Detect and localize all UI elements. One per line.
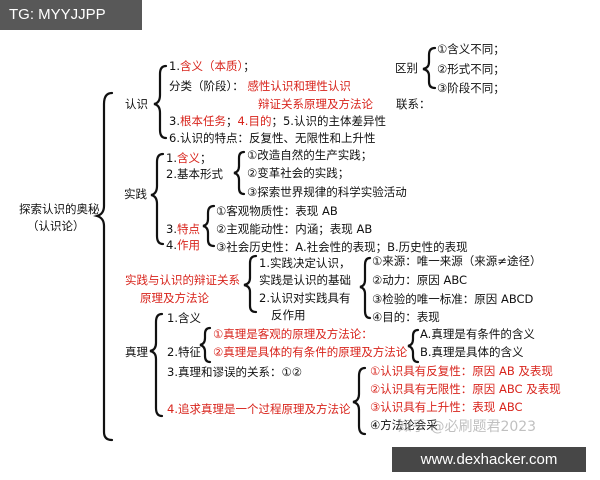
basis-item: ③检验的唯一标准：原因 ABCD bbox=[372, 292, 534, 306]
truth-item1: 1.含义 bbox=[167, 311, 201, 325]
cognition-item1: 1.含义（本质）； bbox=[169, 59, 255, 73]
root-subtitle: （认识论） bbox=[27, 219, 85, 233]
form-item: ③探索世界规律的科学实验活动 bbox=[247, 185, 407, 199]
truth-item4: 4.追求真理是一个过程原理及方法论 bbox=[167, 402, 351, 416]
cognition-item6: 6.认识的特点：反复性、无限性和上升性 bbox=[169, 131, 376, 145]
basis-brace bbox=[359, 256, 372, 320]
basis-item: ①来源：唯一来源（来源≠途径） bbox=[372, 254, 542, 268]
dialectic-text: 2.认识对实践具有 bbox=[259, 291, 351, 305]
diff-item: ②形式不同； bbox=[437, 62, 505, 76]
dialectic-title: 实践与认识的辩证关系 bbox=[125, 273, 240, 287]
process-item: ③认识具有上升性：表现 ABC bbox=[370, 400, 523, 414]
basis-item: ②动力：原因 ABC bbox=[372, 273, 468, 287]
dialectic-text: 1.实践决定认识， bbox=[259, 256, 351, 270]
diff-brace bbox=[422, 46, 437, 90]
truth-item3: 3.真理和谬误的关系：①② bbox=[167, 365, 303, 379]
site-footer: www.dexhacker.com bbox=[392, 447, 586, 472]
truth-feature-a: A.真理是有条件的含义 bbox=[420, 327, 535, 341]
root-brace bbox=[93, 91, 114, 442]
diff-item: ③阶段不同； bbox=[437, 81, 505, 95]
process-item: ④方法论会采 bbox=[370, 418, 438, 432]
root-title: 探索认识的奥秘 bbox=[19, 202, 100, 216]
cognition-label: 认识 bbox=[125, 97, 148, 111]
practice-item4: 4.作用 bbox=[166, 238, 200, 252]
truth-item2: 2.特征 bbox=[167, 345, 201, 359]
practice-item1: 1.含义； bbox=[166, 151, 212, 165]
dialectic-text: 实践是认识的基础 bbox=[259, 273, 351, 287]
truth-label: 真理 bbox=[125, 345, 148, 359]
truth-feature: ①真理是客观的原理及方法论： bbox=[213, 327, 373, 341]
cognition-item3: 3.根本任务；4.目的；5.认识的主体差异性 bbox=[169, 114, 386, 128]
diff-label: 区别 bbox=[395, 61, 418, 75]
practice-brace bbox=[150, 152, 165, 246]
cognition-item2: 分类（阶段）： 感性认识和理性认识 bbox=[169, 79, 351, 93]
dialectic-text: 反作用 bbox=[271, 308, 306, 322]
feature-item: ①客观物质性：表现 AB bbox=[216, 204, 338, 218]
cognition-item2-law: 辩证关系原理及方法论 bbox=[258, 97, 373, 111]
process-brace bbox=[352, 366, 367, 436]
truth-feature-brace bbox=[199, 326, 212, 364]
dialectic-subtitle: 原理及方法论 bbox=[140, 291, 209, 305]
feature-item: ②主观能动性：内涵；表现 AB bbox=[216, 222, 373, 236]
practice-label: 实践 bbox=[124, 187, 147, 201]
features-brace bbox=[202, 204, 216, 248]
relation-label: 联系： bbox=[396, 97, 431, 111]
process-item: ①认识具有反复性：原因 AB 及表现 bbox=[370, 364, 553, 378]
process-item: ②认识具有无限性：原因 ABC 及表现 bbox=[370, 382, 561, 396]
basis-item: ④目的：表现 bbox=[372, 310, 440, 324]
cognition-brace bbox=[153, 64, 168, 140]
watermark: 知乎 @必刷题君2023 bbox=[398, 419, 537, 435]
practice-item3: 3.特点 bbox=[166, 222, 200, 236]
truth-feature-b: B.真理是具体的含义 bbox=[420, 345, 524, 359]
practice-item2: 2.基本形式 bbox=[166, 167, 223, 181]
form-item: ②变革社会的实践； bbox=[247, 166, 350, 180]
truth-brace bbox=[149, 312, 164, 418]
diff-item: ①含义不同； bbox=[437, 42, 505, 56]
form-item: ①改造自然的生产实践； bbox=[247, 148, 373, 162]
truth-feature: ②真理是具体的有条件的原理及方法论 bbox=[213, 345, 408, 359]
dialectic-brace bbox=[243, 254, 258, 314]
forms-brace bbox=[233, 150, 246, 196]
feature-item: ③社会历史性：A.社会性的表现；B.历史性的表现 bbox=[216, 240, 468, 254]
source-tag: TG: MYYJJPP bbox=[0, 0, 142, 30]
ab-brace bbox=[407, 328, 420, 364]
